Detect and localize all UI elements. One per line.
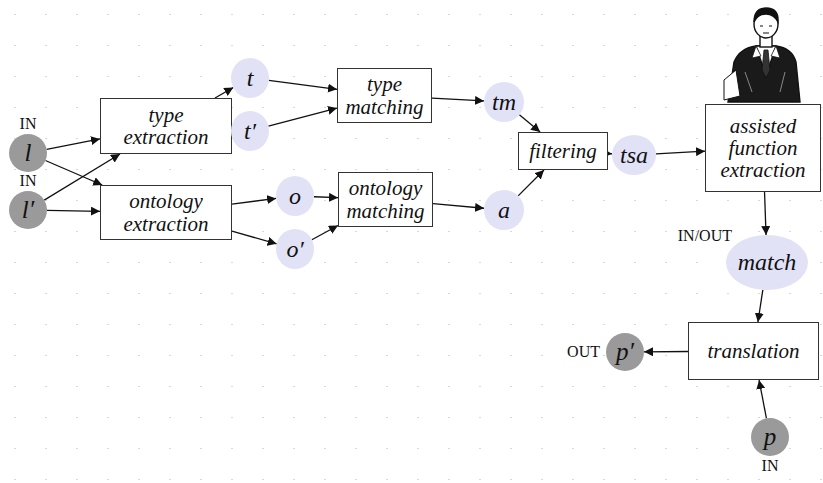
port-label: IN [762,457,779,475]
data-circle: tsa [612,135,656,175]
port-label: IN/OUT [678,227,732,245]
process-box: type extraction [100,98,232,154]
flow-arrow [232,198,276,204]
node-label: filtering [529,140,597,162]
node-label: tm [492,89,516,116]
flow-arrow [312,225,338,239]
flow-arrow [432,98,484,101]
node-label: assisted function extraction [711,115,815,181]
node-label: type matching [343,73,426,117]
flow-arrow [656,151,705,154]
flow-arrow [45,161,102,185]
process-box: ontology extraction [100,185,232,240]
data-circle: t′ [231,111,269,151]
flow-arrow [314,196,338,198]
flow-arrow [758,290,763,322]
flow-arrow [47,210,100,212]
data-circle: IN/OUTmatch [726,235,808,290]
node-label: t′ [244,118,256,145]
data-circle: t [231,58,269,98]
node-label: o [289,183,301,210]
process-box: filtering [518,132,608,170]
node-label: l′ [22,196,34,224]
flow-arrow [47,139,100,149]
data-circle: o [276,176,314,216]
io-circle: OUTp′ [606,333,644,371]
data-circle: a [484,190,524,230]
node-label: o′ [286,236,303,263]
port-label: OUT [567,343,600,361]
node-label: translation [707,340,799,362]
node-label: p [764,423,777,451]
port-label: IN [20,172,37,190]
io-circle: pIN [751,418,789,456]
node-label: t [247,65,254,92]
flow-arrow [269,80,337,89]
flow-arrow [759,380,766,418]
node-label: ontology matching [344,177,427,221]
node-label: p′ [616,338,634,366]
io-circle: INl′ [9,191,47,229]
flow-arrow [232,231,277,244]
person-illustration [724,8,800,102]
process-box: assisted function extraction [705,104,821,192]
io-circle: INl [9,134,47,172]
node-label: ontology extraction [106,190,226,234]
flow-arrow [215,88,233,98]
process-box: translation [688,322,819,380]
flow-arrow [433,204,484,209]
node-label: type extraction [106,104,226,148]
flow-arrow [765,192,767,235]
process-box: ontology matching [338,172,433,227]
flow-arrow [644,351,688,353]
flow-arrow [518,170,544,196]
node-label: tsa [620,142,648,169]
process-box: type matching [337,68,432,123]
flow-arrow [519,115,540,132]
node-label: match [738,249,797,276]
data-circle: o′ [276,229,314,269]
flow-arrow [268,108,337,126]
node-label: l [25,139,32,167]
data-circle: tm [484,82,524,122]
node-label: a [498,197,510,224]
port-label: IN [20,115,37,133]
